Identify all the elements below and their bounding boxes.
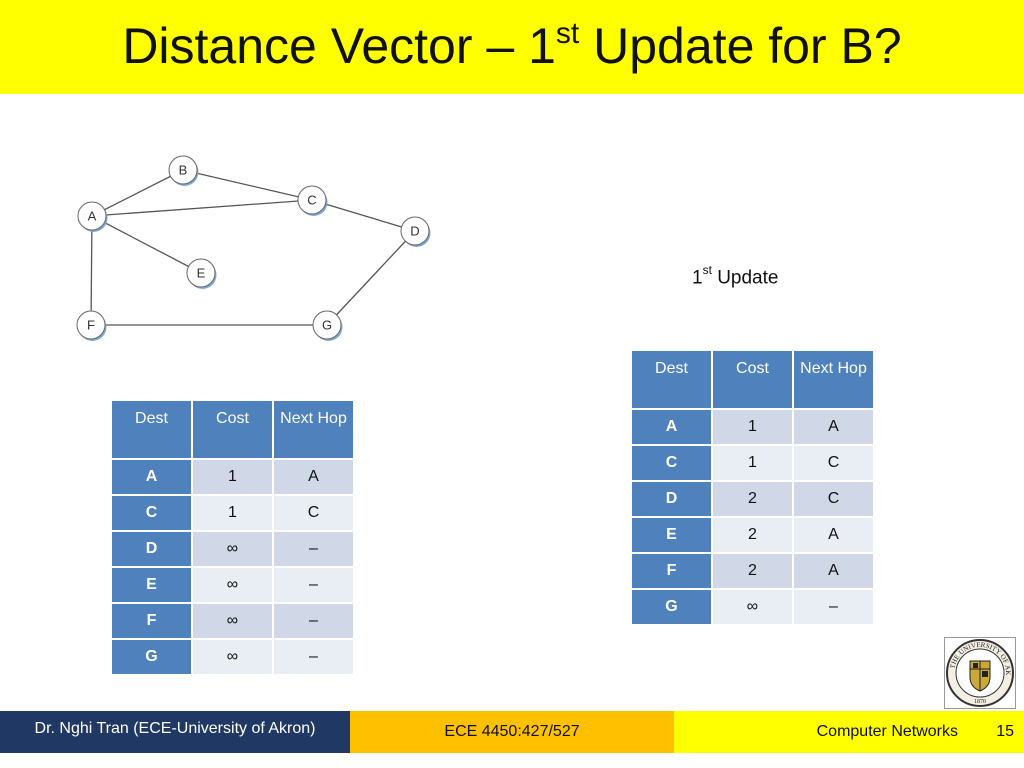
footer-course-code: ECE 4450:427/527 (350, 711, 674, 753)
graph-node-label: G (322, 318, 332, 333)
footer-right: Computer Networks 15 (674, 711, 1024, 753)
footer-course-name: Computer Networks (816, 723, 958, 740)
svg-text:1870: 1870 (974, 699, 986, 705)
cell-dest: A (112, 460, 191, 494)
cell-cost: ∞ (193, 640, 272, 674)
header-cost: Cost (193, 401, 272, 458)
cell-dest: D (112, 532, 191, 566)
graph-node-f: F (76, 310, 107, 341)
graph-edge-a-f (90, 215, 93, 326)
footer-bar: Dr. Nghi Tran (ECE-University of Akron) … (0, 711, 1024, 753)
graph-edge-b-c (182, 169, 313, 201)
footer-author: Dr. Nghi Tran (ECE-University of Akron) (0, 711, 350, 753)
graph-node-label: C (307, 193, 316, 208)
graph-node-label: A (88, 209, 97, 224)
first-update-label: 1st Update (692, 263, 779, 289)
cell-next-hop: – (274, 640, 353, 674)
cell-cost: ∞ (193, 604, 272, 638)
cell-cost: 1 (713, 446, 792, 480)
university-seal-icon: THE UNIVERSITY OF AKRON 1870 (944, 637, 1016, 709)
table-row: D∞– (112, 532, 353, 566)
cell-dest: F (112, 604, 191, 638)
graph-node-c: C (297, 185, 328, 216)
graph-edge-a-c (91, 199, 313, 217)
title-superscript: st (555, 17, 580, 50)
cell-next-hop: – (274, 604, 353, 638)
cell-next-hop: A (794, 518, 873, 552)
cell-dest: G (112, 640, 191, 674)
graph-edge-a-e (91, 215, 202, 274)
graph-edges (90, 169, 416, 326)
cell-cost: 2 (713, 554, 792, 588)
cell-cost: ∞ (193, 532, 272, 566)
cell-dest: E (632, 518, 711, 552)
header-dest: Dest (632, 351, 711, 408)
cell-dest: C (632, 446, 711, 480)
cell-next-hop: A (274, 460, 353, 494)
table-row: G∞– (112, 640, 353, 674)
cell-cost: 2 (713, 482, 792, 516)
table-row: F∞– (112, 604, 353, 638)
graph-nodes: A B C D E F G (76, 155, 431, 341)
graph-edge-c-d (311, 199, 416, 232)
cell-cost: ∞ (193, 568, 272, 602)
cell-next-hop: A (794, 554, 873, 588)
page-number: 15 (996, 723, 1014, 740)
cell-cost: 1 (713, 410, 792, 444)
header-next-hop: Next Hop (274, 401, 353, 458)
network-graph: A B C D E F G (76, 155, 431, 341)
table-header-row: Dest Cost Next Hop (112, 401, 353, 458)
graph-node-e: E (186, 258, 217, 289)
graph-node-label: B (179, 163, 188, 178)
cell-dest: D (632, 482, 711, 516)
header-dest: Dest (112, 401, 191, 458)
graph-node-label: F (87, 318, 95, 333)
title-text: Distance Vector – 1 (122, 18, 556, 74)
title-bar: Distance Vector – 1st Update for B? (0, 0, 1024, 94)
cell-next-hop: – (794, 590, 873, 624)
cell-dest: E (112, 568, 191, 602)
cell-cost: 2 (713, 518, 792, 552)
table-row: E∞– (112, 568, 353, 602)
graph-node-d: D (400, 216, 431, 247)
header-cost: Cost (713, 351, 792, 408)
graph-node-b: B (168, 155, 199, 186)
graph-node-a: A (77, 201, 108, 232)
title-text-rest: Update for B? (579, 18, 902, 74)
cell-next-hop: – (274, 532, 353, 566)
cell-next-hop: A (794, 410, 873, 444)
cell-cost: ∞ (713, 590, 792, 624)
graph-node-label: D (410, 224, 419, 239)
graph-node-g: G (312, 310, 343, 341)
table-row: G∞– (632, 590, 873, 624)
table-header-row: Dest Cost Next Hop (632, 351, 873, 408)
cell-cost: 1 (193, 460, 272, 494)
cell-dest: C (112, 496, 191, 530)
cell-next-hop: – (274, 568, 353, 602)
slide-title: Distance Vector – 1st Update for B? (0, 14, 1024, 86)
cell-next-hop: C (794, 446, 873, 480)
cell-dest: F (632, 554, 711, 588)
graph-node-label: E (197, 266, 206, 281)
cell-cost: 1 (193, 496, 272, 530)
cell-next-hop: C (794, 482, 873, 516)
graph-edge-a-b (91, 169, 184, 217)
header-next-hop: Next Hop (794, 351, 873, 408)
cell-dest: A (632, 410, 711, 444)
cell-next-hop: C (274, 496, 353, 530)
cell-dest: G (632, 590, 711, 624)
graph-edge-d-g (326, 230, 416, 326)
